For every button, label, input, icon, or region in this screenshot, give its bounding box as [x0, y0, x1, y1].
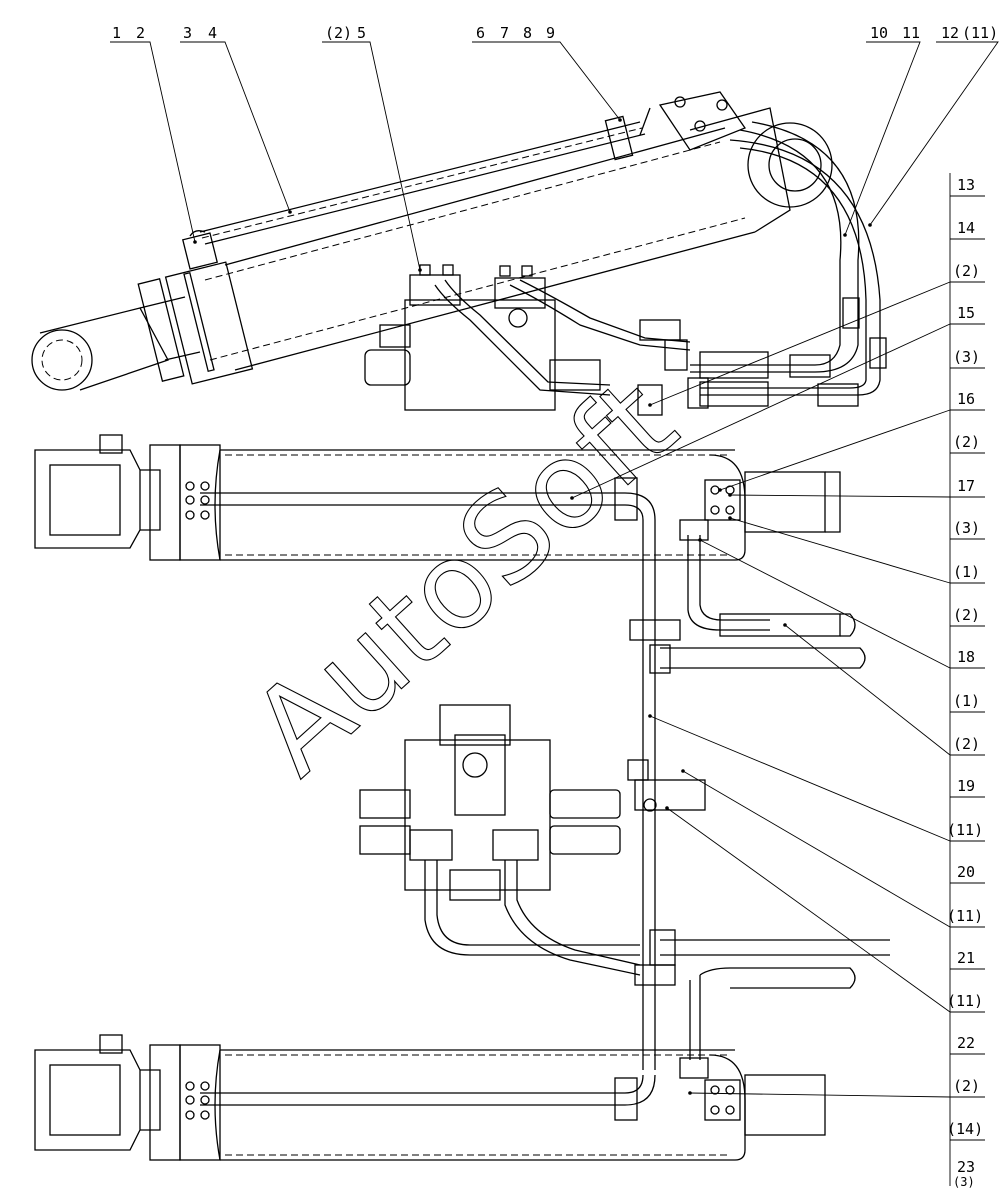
right-callouts: 13 14 (2) 15 (3) 16 (2) 17 (3) (1) (2) 1… — [947, 176, 983, 1189]
callout-5: 5 — [357, 24, 366, 42]
callout-16: 16 — [957, 390, 975, 408]
watermark: AutoSoft — [226, 353, 702, 801]
callout-3: 3 — [183, 24, 192, 42]
callout-3-ref-b: (3) — [953, 519, 980, 537]
top-callouts: 1 2 3 4 (2) 5 6 7 8 9 10 11 12 (11) — [112, 24, 998, 42]
callout-1: 1 — [112, 24, 121, 42]
top-inclined-cylinder — [31, 91, 887, 416]
callout-14: 14 — [957, 219, 975, 237]
callout-9: 9 — [546, 24, 555, 42]
center-control-valve — [359, 704, 706, 976]
callout-11-ref-b: (11) — [947, 907, 983, 925]
callout-12: 12 — [941, 24, 959, 42]
callout-2-ref-e: (2) — [953, 1077, 980, 1095]
callout-2-ref-c: (2) — [953, 606, 980, 624]
lower-horizontal-cylinder — [34, 1034, 826, 1161]
callout-22: 22 — [957, 1034, 975, 1052]
upper-horizontal-cylinder — [34, 434, 866, 1070]
callout-2-ref: (2) — [325, 24, 352, 42]
right-leaders — [570, 281, 951, 1098]
callout-15: 15 — [957, 304, 975, 322]
callout-3-ref-c: (3) — [953, 1175, 975, 1188]
callout-7: 7 — [500, 24, 509, 42]
callout-20: 20 — [957, 863, 975, 881]
callout-1-ref-a: (1) — [953, 563, 980, 581]
callout-13: 13 — [957, 176, 975, 194]
callout-1-ref-b: (1) — [953, 692, 980, 710]
callout-6: 6 — [476, 24, 485, 42]
callout-3-ref-a: (3) — [953, 348, 980, 366]
callout-19: 19 — [957, 777, 975, 795]
callout-8: 8 — [523, 24, 532, 42]
callout-2-ref-d: (2) — [953, 735, 980, 753]
lower-branch-tubes — [634, 929, 890, 1060]
callout-17: 17 — [957, 477, 975, 495]
right-callout-frames — [949, 173, 985, 1186]
callout-14-ref: (14) — [947, 1120, 983, 1138]
callout-18: 18 — [957, 648, 975, 666]
callout-23: 23 — [957, 1158, 975, 1176]
callout-11-ref-c: (11) — [947, 992, 983, 1010]
callout-2-ref-b: (2) — [953, 433, 980, 451]
callout-2-ref-a: (2) — [953, 262, 980, 280]
callout-4: 4 — [208, 24, 217, 42]
callout-11: 11 — [902, 24, 920, 42]
callout-21: 21 — [957, 949, 975, 967]
callout-11-ref-a: (11) — [947, 821, 983, 839]
top-leaders — [110, 41, 999, 272]
callout-11-ref: (11) — [962, 24, 998, 42]
callout-2: 2 — [136, 24, 145, 42]
callout-10: 10 — [870, 24, 888, 42]
